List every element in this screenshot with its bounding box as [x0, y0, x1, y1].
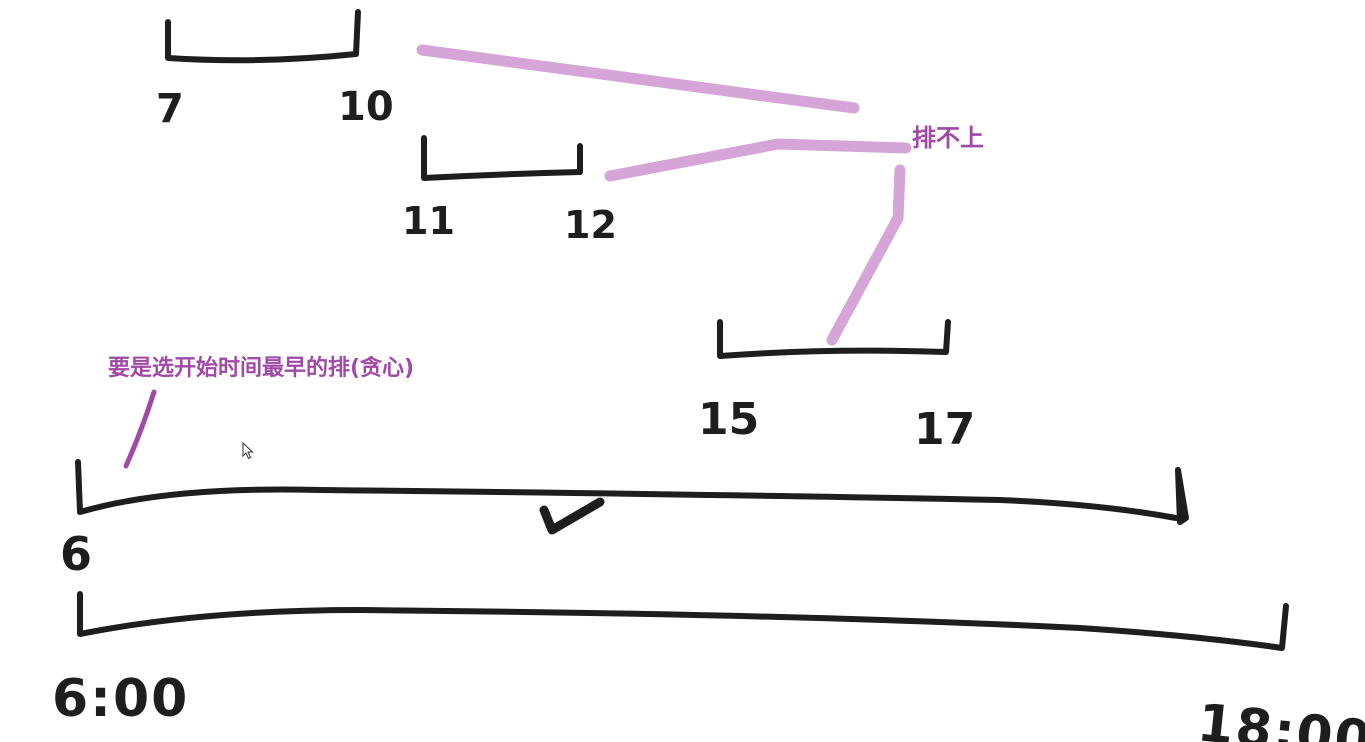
timeline-end-label: 18:00 — [1195, 693, 1365, 742]
connector-from-15-17 — [826, 164, 906, 346]
timeline-start-label: 6:00 — [52, 669, 189, 729]
timeline: 6:00 18:00 — [52, 591, 1365, 742]
interval-11-12: 11 12 — [402, 135, 617, 247]
connector-from-7-10 — [416, 44, 860, 114]
interval-6-long-end-tick — [1175, 467, 1189, 525]
interval-11-12-bracket — [421, 135, 583, 181]
mouse-cursor-icon — [242, 442, 254, 460]
interval-6-long: 6 — [60, 459, 1189, 581]
interval-15-17: 15 17 — [698, 319, 975, 455]
timeline-axis — [77, 591, 1289, 651]
interval-15-17-end-label: 17 — [914, 404, 975, 455]
interval-15-17-start-label: 15 — [698, 394, 759, 445]
greedy-note: 要是选开始时间最早的排(贪心) — [108, 356, 415, 381]
interval-7-10: 7 10 — [156, 9, 394, 132]
connector-from-11-12 — [604, 138, 912, 182]
greedy-note-pointer — [123, 389, 157, 469]
cannot-schedule-note: 排不上 — [912, 124, 984, 152]
conflict-connectors — [416, 44, 912, 346]
interval-15-17-bracket — [717, 319, 951, 359]
interval-7-10-bracket — [165, 9, 361, 64]
interval-11-12-end-label: 12 — [564, 203, 617, 247]
interval-11-12-start-label: 11 — [402, 199, 455, 243]
interval-7-10-start-label: 7 — [156, 86, 184, 132]
check-mark-icon — [539, 497, 605, 535]
interval-7-10-end-label: 10 — [338, 84, 394, 130]
interval-6-long-bracket — [75, 459, 1179, 521]
interval-6-long-start-label: 6 — [60, 527, 92, 581]
